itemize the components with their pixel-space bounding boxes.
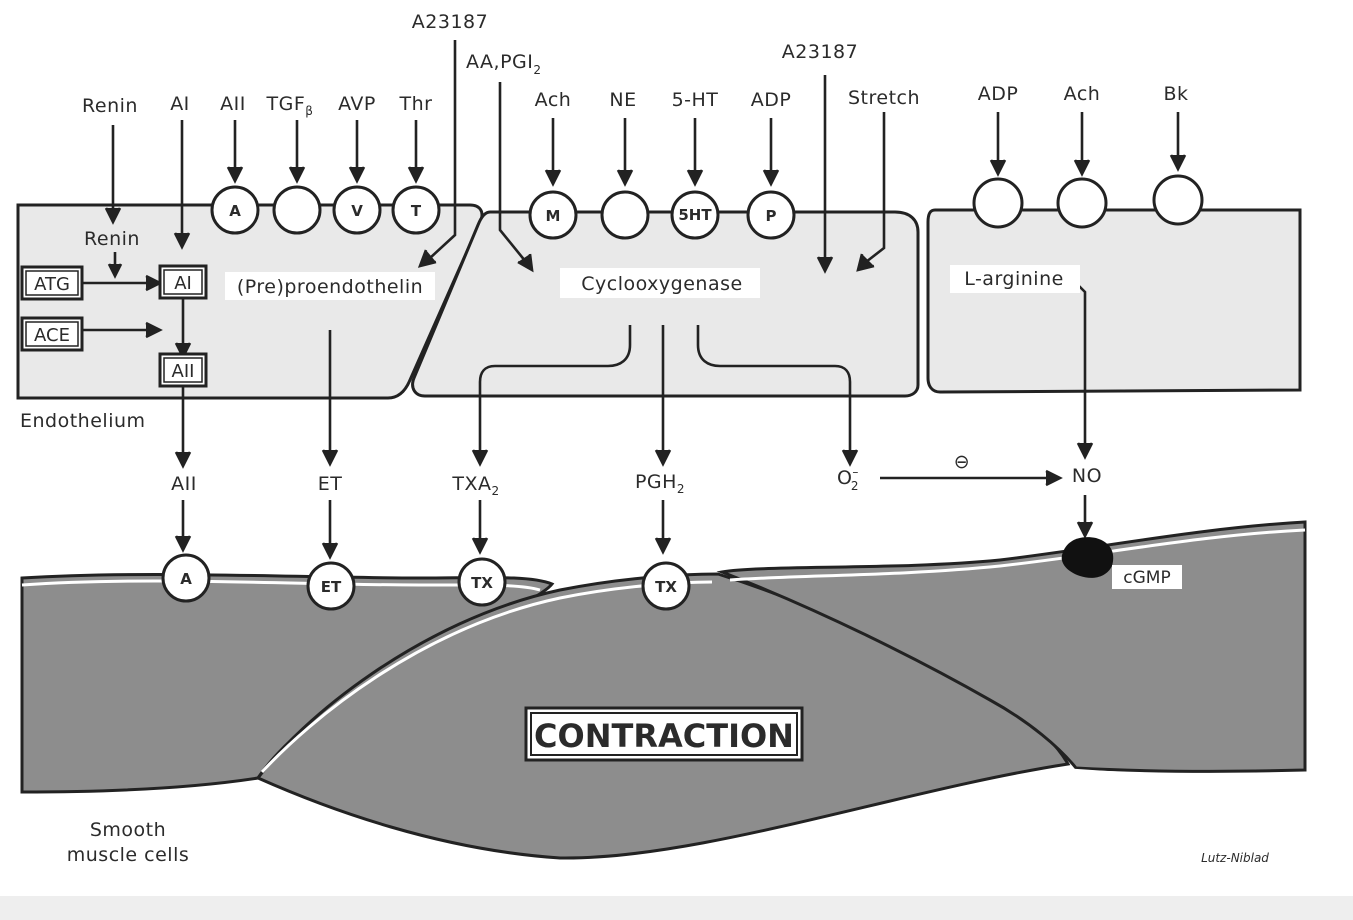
- svg-text:TX: TX: [655, 578, 677, 596]
- receptor-tx-bottom-center: TX: [643, 563, 689, 609]
- label-inhibit: ⊖: [954, 451, 970, 473]
- label-bk: Bk: [1163, 83, 1188, 105]
- svg-text:ATG: ATG: [34, 274, 70, 295]
- receptor-tgf: [274, 187, 320, 233]
- contraction-box: CONTRACTION: [526, 708, 802, 760]
- bottom-bar: [0, 896, 1353, 920]
- receptor-m: M: [530, 192, 576, 238]
- label-smooth-muscle-2: muscle cells: [67, 844, 190, 866]
- label-o2: O–2: [837, 465, 859, 493]
- svg-text:M: M: [546, 207, 561, 225]
- receptor-adp-right: [974, 179, 1022, 227]
- svg-text:5HT: 5HT: [678, 206, 712, 224]
- receptor-t: T: [393, 187, 439, 233]
- receptor-bk: [1154, 176, 1202, 224]
- label-stretch: Stretch: [848, 87, 920, 109]
- label-ai-top: AI: [170, 93, 190, 115]
- receptor-et-bottom: ET: [308, 563, 354, 609]
- receptor-a: A: [212, 187, 258, 233]
- label-cgmp: cGMP: [1123, 568, 1170, 588]
- endothelium-layer: [18, 205, 1300, 398]
- svg-text:CONTRACTION: CONTRACTION: [534, 717, 794, 755]
- receptor-ach-right: [1058, 179, 1106, 227]
- label-l-arginine: L-arginine: [964, 268, 1064, 290]
- label-smooth-muscle-1: Smooth: [90, 819, 166, 841]
- label-a23187-right: A23187: [782, 41, 858, 63]
- label-et: ET: [318, 473, 343, 495]
- receptor-tx-bottom-left: TX: [459, 559, 505, 605]
- label-adp-right: ADP: [978, 83, 1019, 105]
- label-pgh2: PGH2: [635, 471, 685, 496]
- receptor-5ht: 5HT: [672, 192, 718, 238]
- aii-box: AII: [160, 354, 206, 386]
- endothelial-cell-right: [928, 210, 1300, 392]
- label-aa-pgi2: AA,PGI2: [466, 51, 542, 77]
- svg-text:A: A: [180, 570, 192, 588]
- atg-box: ATG: [22, 267, 82, 299]
- label-renin-top: Renin: [82, 95, 138, 117]
- label-ach-right: Ach: [1064, 83, 1101, 105]
- svg-text:ET: ET: [321, 578, 342, 596]
- label-no: NO: [1072, 465, 1102, 487]
- label-aii-mid: AII: [171, 473, 197, 495]
- label-cyclooxygenase: Cyclooxygenase: [581, 273, 742, 295]
- label-adp-mid: ADP: [751, 89, 792, 111]
- ace-box: ACE: [22, 318, 82, 350]
- receptor-ne: [602, 192, 648, 238]
- artist-signature: Lutz-Niblad: [1201, 851, 1269, 865]
- svg-text:AI: AI: [174, 273, 192, 294]
- label-tgf: TGFβ: [266, 93, 314, 118]
- svg-text:V: V: [351, 202, 363, 220]
- label-a23187-left: A23187: [412, 11, 488, 33]
- label-aii-top: AII: [220, 93, 246, 115]
- svg-text:P: P: [766, 207, 777, 225]
- svg-text:TX: TX: [471, 574, 493, 592]
- receptor-p: P: [748, 192, 794, 238]
- label-thr: Thr: [399, 93, 433, 115]
- svg-text:ACE: ACE: [34, 325, 70, 346]
- label-txa2: TXA2: [451, 473, 499, 498]
- label-ach-mid: Ach: [535, 89, 572, 111]
- svg-text:T: T: [411, 202, 422, 220]
- label-ne: NE: [609, 89, 636, 111]
- svg-text:AII: AII: [172, 361, 195, 382]
- label-5ht: 5-HT: [672, 89, 719, 111]
- label-renin-inner: Renin: [84, 228, 140, 250]
- receptor-v: V: [334, 187, 380, 233]
- label-endothelium: Endothelium: [20, 410, 146, 432]
- svg-text:A: A: [229, 202, 241, 220]
- ai-box: AI: [160, 266, 206, 298]
- label-preproendothelin: (Pre)proendothelin: [237, 276, 423, 298]
- receptor-a-bottom: A: [163, 555, 209, 601]
- label-avp: AVP: [338, 93, 376, 115]
